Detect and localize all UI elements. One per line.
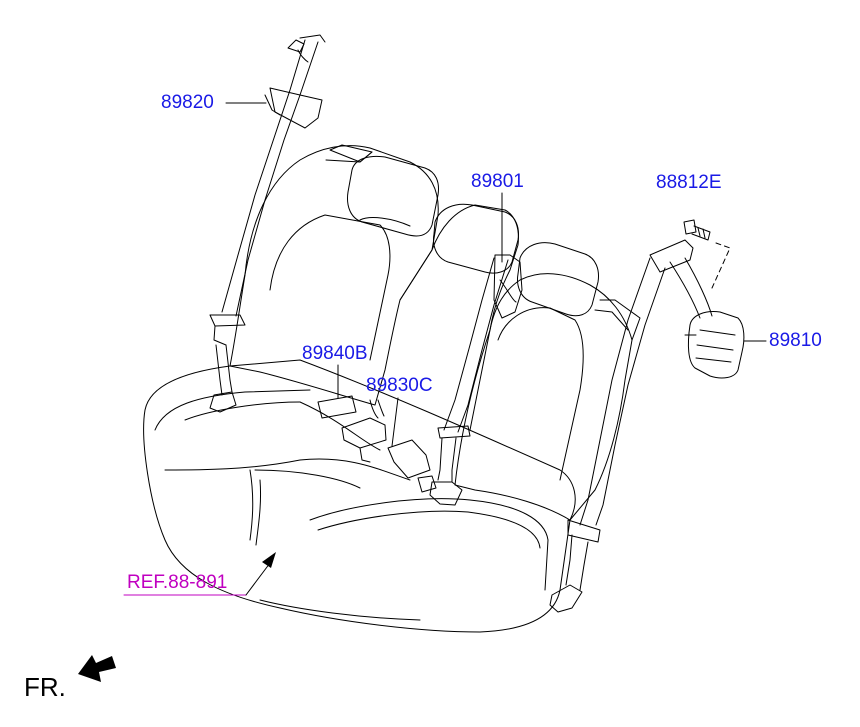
fr-arrow-icon <box>78 655 116 682</box>
seatback-right <box>454 273 641 521</box>
leader-lines <box>123 102 767 596</box>
seat-cushion <box>143 359 576 633</box>
label-89820: 89820 <box>161 92 214 113</box>
belt-89801 <box>429 254 523 506</box>
label-89810: 89810 <box>769 330 822 351</box>
arrowheads <box>262 552 276 568</box>
bolt-88812E <box>683 219 711 241</box>
buckle-89840B <box>317 395 387 463</box>
label-89840B: 89840B <box>302 343 368 364</box>
buckle-89830C <box>387 439 437 493</box>
label-reference[interactable]: REF.88-891 <box>127 572 228 593</box>
headrest-left <box>347 155 439 237</box>
seatback-left <box>229 144 439 406</box>
label-88812E: 88812E <box>656 172 722 193</box>
belt-89820 <box>209 34 326 413</box>
retractor-89810 <box>684 311 745 379</box>
headrest-right <box>517 242 599 317</box>
label-89830C: 89830C <box>366 375 433 396</box>
label-89801: 89801 <box>471 171 524 192</box>
headrest-center <box>433 203 519 274</box>
front-direction-label: FR. <box>24 672 66 702</box>
belt-89810 <box>549 239 713 613</box>
